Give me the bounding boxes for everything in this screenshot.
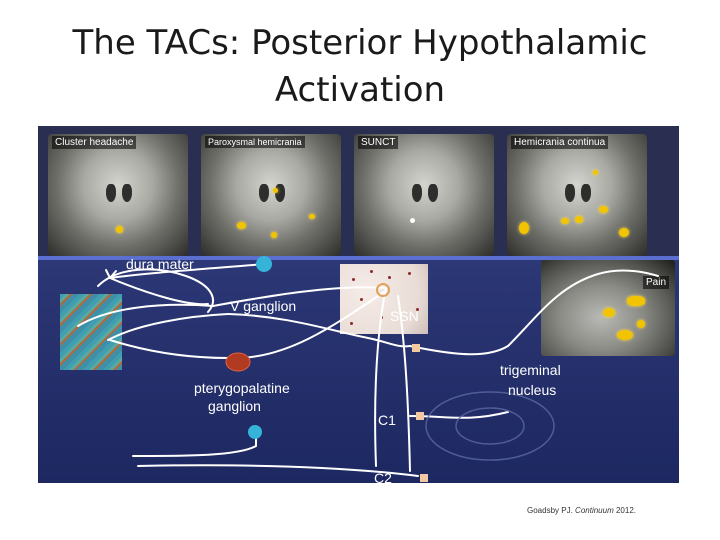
panel-caption-sunct: SUNCT bbox=[358, 136, 399, 149]
v-ganglion-label: V ganglion bbox=[230, 298, 297, 314]
mri-panel-hemicrania-continua: Hemicrania continua bbox=[507, 134, 647, 256]
activation-spot bbox=[273, 188, 278, 193]
ventricle bbox=[259, 184, 269, 202]
c2-ganglion-node bbox=[248, 425, 262, 439]
eye-inset-image bbox=[60, 294, 122, 370]
ophthalmic-loop-path bbox=[97, 268, 214, 313]
activation-spot bbox=[309, 214, 315, 219]
neuron-dot bbox=[360, 298, 363, 301]
c1-label: C1 bbox=[378, 412, 396, 428]
citation: Goadsby PJ. Continuum 2012. bbox=[527, 506, 636, 515]
c2-label: C2 bbox=[374, 470, 392, 483]
ventricle bbox=[565, 184, 575, 202]
tac-figure: Cluster headache Paroxysmal hemicrania S… bbox=[38, 126, 679, 483]
slide-title-line-1: The TACs: Posterior Hypothalamic bbox=[72, 23, 648, 63]
neuron-dot bbox=[352, 278, 355, 281]
panel-caption-cluster-headache: Cluster headache bbox=[52, 136, 137, 149]
activation-spot bbox=[617, 330, 633, 340]
mri-panel-sunct: SUNCT bbox=[354, 134, 494, 256]
pain-label: Pain bbox=[642, 276, 669, 289]
neuron-dot bbox=[416, 308, 419, 311]
neuron-dot bbox=[408, 272, 411, 275]
ventricle bbox=[581, 184, 591, 202]
ventricle bbox=[428, 184, 438, 202]
ssn-node bbox=[376, 283, 390, 297]
activation-spot bbox=[593, 170, 598, 175]
ventricle bbox=[106, 184, 116, 202]
pterygopalatine-to-ssn-path bbox=[239, 291, 385, 359]
trigeminal-to-hypothalamus-path bbox=[409, 269, 659, 356]
brainstem-outline bbox=[425, 391, 555, 461]
activation-spot bbox=[237, 222, 246, 229]
mri-panel-paroxysmal-hemicrania: Paroxysmal hemicrania bbox=[201, 134, 341, 256]
maxillary-path bbox=[107, 313, 229, 341]
pathway-diagram bbox=[77, 256, 659, 482]
dura-mater-label: dura mater bbox=[126, 256, 194, 272]
activation-spot bbox=[561, 218, 569, 224]
v-ganglion-path bbox=[77, 303, 214, 327]
strip-divider bbox=[38, 256, 679, 260]
ventricle bbox=[412, 184, 422, 202]
neuron-dot bbox=[370, 270, 373, 273]
pterygopalatine-label: pterygopalatine bbox=[194, 380, 290, 396]
vertical-pathway-right bbox=[397, 295, 411, 472]
mri-panel-sagittal: Pain bbox=[541, 260, 675, 356]
dura-mater-node bbox=[256, 256, 272, 272]
eye-branch-path bbox=[109, 277, 209, 306]
citation-author: Goadsby PJ. bbox=[527, 506, 573, 515]
activation-spot bbox=[116, 226, 123, 233]
ventricle bbox=[122, 184, 132, 202]
c2-input-path bbox=[132, 431, 257, 457]
trigeminal-terminal bbox=[412, 344, 420, 352]
nucleus-label: nucleus bbox=[508, 382, 557, 398]
citation-journal: Continuum bbox=[575, 506, 614, 515]
c1-terminal bbox=[416, 412, 424, 420]
citation-year: 2012. bbox=[615, 506, 636, 515]
neuron-dot bbox=[350, 322, 353, 325]
ganglion-to-ssn-path bbox=[212, 286, 387, 307]
mri-panel-cluster-headache: Cluster headache bbox=[48, 134, 188, 256]
slide-title-line-2: Activation bbox=[274, 70, 446, 110]
activation-spot bbox=[271, 232, 277, 238]
activation-spot bbox=[603, 308, 615, 317]
ganglion-label: ganglion bbox=[208, 398, 261, 414]
slide-title: The TACs: Posterior Hypothalamic Activat… bbox=[40, 20, 680, 114]
ganglion-to-brainstem-path bbox=[227, 313, 411, 348]
activation-spot bbox=[519, 222, 529, 234]
activation-spot bbox=[637, 320, 645, 328]
activation-spot bbox=[599, 206, 608, 213]
activation-spot bbox=[410, 218, 415, 223]
trigeminal-label: trigeminal bbox=[500, 362, 561, 378]
pterygopalatine-ganglion-node bbox=[225, 352, 251, 372]
brainstem-inner-outline bbox=[455, 407, 525, 445]
panel-caption-hemicrania-continua: Hemicrania continua bbox=[511, 136, 609, 149]
dura-arrow bbox=[105, 269, 117, 279]
c2-terminal bbox=[420, 474, 428, 482]
c1-path bbox=[409, 411, 509, 419]
panel-caption-paroxysmal-hemicrania: Paroxysmal hemicrania bbox=[205, 136, 305, 148]
activation-spot bbox=[575, 216, 583, 223]
ssn-label: SSN bbox=[390, 308, 419, 324]
ventricle bbox=[275, 184, 285, 202]
activation-spot bbox=[627, 296, 645, 306]
vertical-pathway-left bbox=[374, 287, 387, 467]
c2-path bbox=[137, 464, 419, 477]
activation-spot bbox=[619, 228, 629, 237]
lower-branch-path bbox=[109, 339, 229, 359]
neuron-dot bbox=[388, 276, 391, 279]
